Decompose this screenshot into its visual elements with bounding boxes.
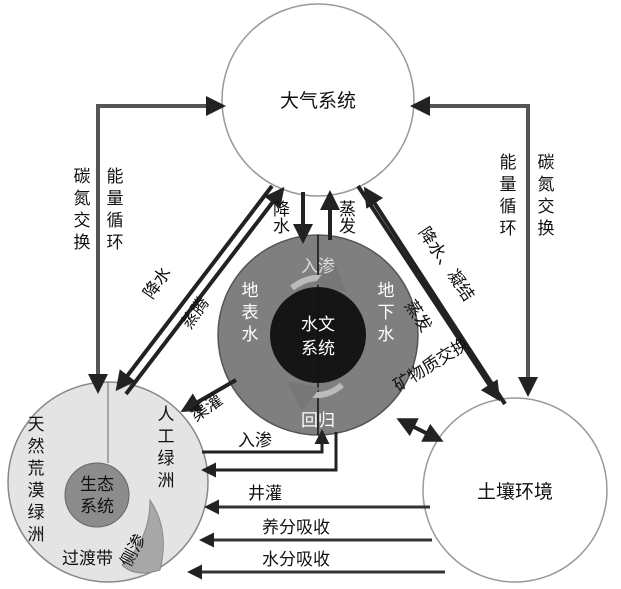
surface-water-label: 地表水: [242, 281, 259, 345]
left-loop-arrow: [88, 96, 226, 394]
natural-oasis-label: 天然荒漠绿洲: [28, 415, 45, 545]
precip-left-label: 降水: [140, 264, 176, 303]
precip-down-label: 降水: [269, 200, 290, 234]
water-uptake-label: 水分吸收: [262, 550, 330, 570]
nutrient-uptake-label: 养分吸收: [262, 518, 330, 538]
infiltrate-eco-label: 入渗: [238, 431, 272, 451]
transpire-left-arrow: [124, 186, 285, 396]
right-cn-label: 碳氮交换: [538, 153, 555, 239]
soil-node: [422, 397, 608, 583]
artificial-oasis-label: 人工绿洲: [158, 405, 175, 491]
cycle-arrow-top: [290, 261, 347, 292]
infiltrate-top-label: 入渗: [301, 257, 335, 277]
precip-left-arrow: [115, 184, 274, 392]
hydro-label-2: 系统: [301, 339, 335, 359]
cycle-arrow-bottom: [287, 381, 344, 412]
left-energy-label: 能量循环: [107, 167, 124, 253]
eco-label-1: 生态: [80, 475, 114, 495]
evap-up-label: 蒸发: [335, 200, 356, 234]
infiltrate-eco-arrow: [202, 429, 330, 454]
precip-right-label: 降水、凝结: [414, 224, 478, 306]
left-cn-label: 碳氮交换: [74, 167, 91, 253]
return-arrow: [201, 432, 338, 478]
seepage-wedge: [121, 498, 164, 574]
return-bottom-label: 回归: [301, 411, 335, 431]
eco-label-2: 系统: [80, 497, 114, 517]
mineral-exchange-arrow: [396, 418, 444, 442]
hydro-label-1: 水文: [301, 315, 335, 335]
precip-right-arrow: [356, 184, 501, 402]
transition-label: 过渡带: [62, 549, 113, 569]
right-energy-label: 能量循环: [500, 153, 517, 239]
well-irrigation-label: 井灌: [248, 484, 282, 504]
atmosphere-label: 大气系统: [280, 90, 356, 112]
ground-water-label: 地下水: [378, 281, 395, 345]
soil-label: 土壤环境: [477, 481, 553, 503]
canal-arrow: [180, 378, 237, 412]
right-loop-arrow: [410, 96, 538, 397]
eco-core: [64, 462, 130, 528]
canal-label: 渠灌: [187, 390, 226, 426]
evap-right-arrow: [363, 186, 507, 406]
